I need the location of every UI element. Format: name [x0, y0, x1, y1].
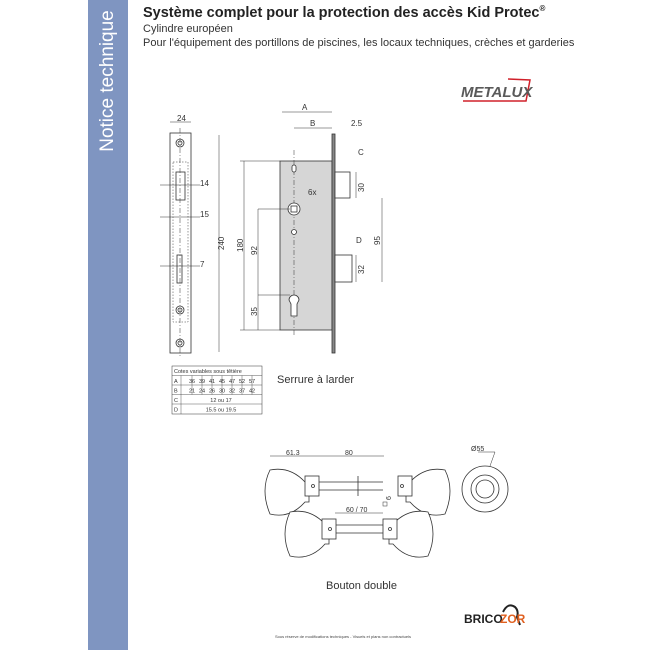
table-cell: 15.5 ou 19.5 [206, 408, 237, 414]
knob-right-bottom [382, 510, 434, 558]
bricozor-logo-text-1: BRICO [464, 612, 503, 626]
metalux-logo-text: METALUX [461, 84, 533, 101]
table-cell: 36 [189, 379, 195, 385]
table-row-label: D [174, 408, 178, 414]
table-header: Cotes variables sous têtière [174, 369, 242, 375]
table-cell: 12 ou 17 [210, 398, 231, 404]
table-cell: 24 [199, 389, 205, 395]
dim-92: 92 [250, 246, 259, 255]
table-cell: 45 [219, 379, 225, 385]
knob-dimensions: 61.3 80 6 60 / 70 Ø55 [286, 446, 484, 514]
dimensions-table: Cotes variables sous têtière A 36 39 41 45 47… [171, 365, 263, 415]
subtitle-usage: Pour l'équipement des portillons de pisc… [143, 37, 575, 49]
knob-caption: Bouton double [326, 580, 397, 592]
lock-dimensions: 24 14 15 7 240 180 92 35 A B 2.5 C 30 6x… [177, 103, 382, 316]
dim-32: 32 [357, 265, 366, 274]
table-cell: 37 [239, 389, 245, 395]
faceplate-drawing [160, 121, 220, 358]
dim-61-3: 61.3 [286, 450, 300, 457]
dim-d: D [356, 236, 362, 245]
title-text: Système complet pour la protection des a… [143, 4, 540, 21]
dim-24: 24 [177, 114, 186, 123]
dim-6: 6 [386, 496, 393, 500]
table-cell: 47 [229, 379, 235, 385]
table-cell: 42 [249, 389, 255, 395]
dim-60-70: 60 / 70 [346, 507, 368, 514]
knob-left-top [264, 468, 320, 516]
footer-note: Sous réserve de modifications techniques… [275, 634, 412, 639]
dim-15: 15 [200, 210, 209, 219]
dim-2-5: 2.5 [351, 119, 363, 128]
bricozor-logo-text-2: ZOR [500, 612, 526, 626]
table-row-label: A [174, 379, 178, 385]
dim-30: 30 [357, 183, 366, 192]
table-cell: 21 [189, 389, 195, 395]
sidebar-band: Notice technique [88, 0, 128, 650]
dim-a: A [302, 103, 308, 112]
table-cell: 26 [209, 389, 215, 395]
dim-6x: 6x [308, 188, 316, 197]
table-cell: 52 [239, 379, 245, 385]
bricozor-logo: BRICO ZOR [462, 600, 534, 628]
dim-14: 14 [200, 179, 209, 188]
registered-mark: ® [539, 4, 546, 13]
table-cell: 57 [249, 379, 255, 385]
dim-80: 80 [345, 450, 353, 457]
dim-diameter-55: Ø55 [471, 446, 484, 453]
table-cell: 32 [229, 389, 235, 395]
subtitle-cylinder: Cylindre européen [143, 23, 233, 35]
table-cell: 39 [199, 379, 205, 385]
dim-35: 35 [250, 307, 259, 316]
table-cell: 41 [209, 379, 215, 385]
knob-left-bottom [284, 510, 337, 558]
lock-body-drawing [240, 111, 383, 354]
dim-7: 7 [200, 260, 205, 269]
dim-95: 95 [373, 236, 382, 245]
dim-b: B [310, 119, 315, 128]
lock-caption: Serrure à larder [277, 374, 355, 386]
table-row-label: B [174, 389, 178, 395]
table-cell: 30 [219, 389, 225, 395]
dim-180: 180 [236, 238, 245, 252]
knob-right-top [397, 468, 451, 516]
dim-c: C [358, 148, 364, 157]
table-row-label: C [174, 398, 178, 404]
page-title: Système complet pour la protection des a… [143, 4, 545, 21]
knob-drawing [264, 451, 509, 558]
dim-240: 240 [217, 236, 226, 250]
metalux-logo: METALUX [461, 78, 533, 102]
